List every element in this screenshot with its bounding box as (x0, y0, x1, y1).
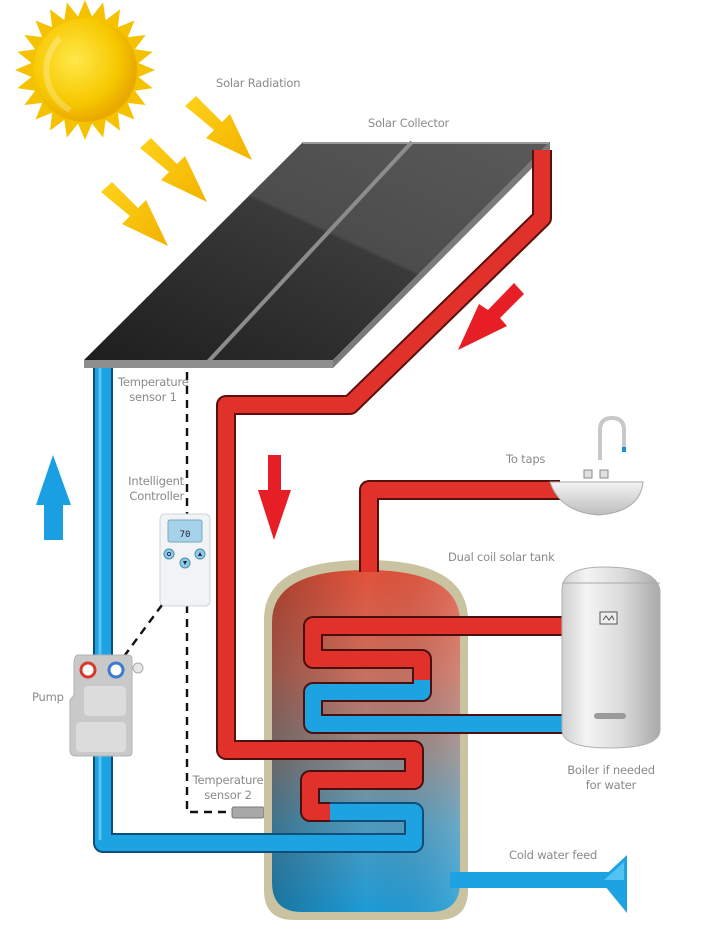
solar-collector (84, 140, 550, 368)
label-boiler-line-1: Boiler if needed (567, 763, 655, 777)
solar-radiation-arrows (101, 96, 252, 246)
controller-display-value: 70 (180, 530, 191, 540)
sink-tap-icon (549, 415, 644, 516)
upper-coil-boiler (303, 616, 565, 734)
label-boiler: Boiler if needed for water (556, 763, 666, 793)
label-temperature-sensor-1: Temperature sensor 1 (118, 375, 189, 405)
pump-cold-port (107, 661, 125, 679)
label-temperature-sensor-2: Temperature sensor 2 (192, 773, 264, 803)
cold-flow-up-arrow (36, 455, 71, 540)
boiler-handle (594, 713, 626, 719)
hot-water-to-taps-pipe (359, 480, 560, 572)
cold-water-feed-pipe (450, 855, 627, 913)
radiation-arrow-3 (101, 182, 168, 246)
pump-device (69, 654, 144, 757)
label-temperature-sensor-2-line-1: Temperature (192, 773, 264, 787)
sensor-wiring (124, 372, 235, 814)
label-intelligent-controller-line-1: Intelligent (128, 474, 184, 488)
label-intelligent-controller: Intelligent Controller (118, 474, 184, 504)
label-intelligent-controller-line-2: Controller (129, 489, 184, 503)
controller-display (167, 519, 203, 543)
label-temperature-sensor-2-line-2: sensor 2 (204, 788, 252, 802)
label-to-taps: To taps (506, 452, 546, 466)
intelligent-controller-device: 70 (159, 513, 211, 607)
label-solar-collector: Solar Collector (368, 116, 450, 130)
hot-flow-down-arrow (258, 455, 291, 540)
lower-coil-solar (240, 740, 424, 853)
label-temperature-sensor-1-line-1: Temperature (118, 375, 189, 389)
label-temperature-sensor-1-line-2: sensor 1 (129, 390, 177, 404)
temperature-sensor-2-probe (231, 806, 265, 819)
label-dual-coil-solar-tank: Dual coil solar tank (448, 550, 555, 564)
hot-flow-diagonal-arrow (458, 283, 524, 350)
boiler (561, 566, 661, 749)
label-cold-water-feed: Cold water feed (509, 848, 598, 862)
pump-hot-port (79, 661, 97, 679)
label-pump: Pump (32, 690, 64, 704)
sun-icon (15, 0, 155, 140)
label-boiler-line-2: for water (585, 778, 637, 792)
controller-power-button[interactable] (163, 548, 175, 560)
radiation-arrow-2 (140, 138, 207, 202)
boiler-gauge-icon (599, 611, 618, 625)
label-solar-radiation: Solar Radiation (216, 76, 301, 90)
radiation-arrow-1 (185, 96, 252, 160)
